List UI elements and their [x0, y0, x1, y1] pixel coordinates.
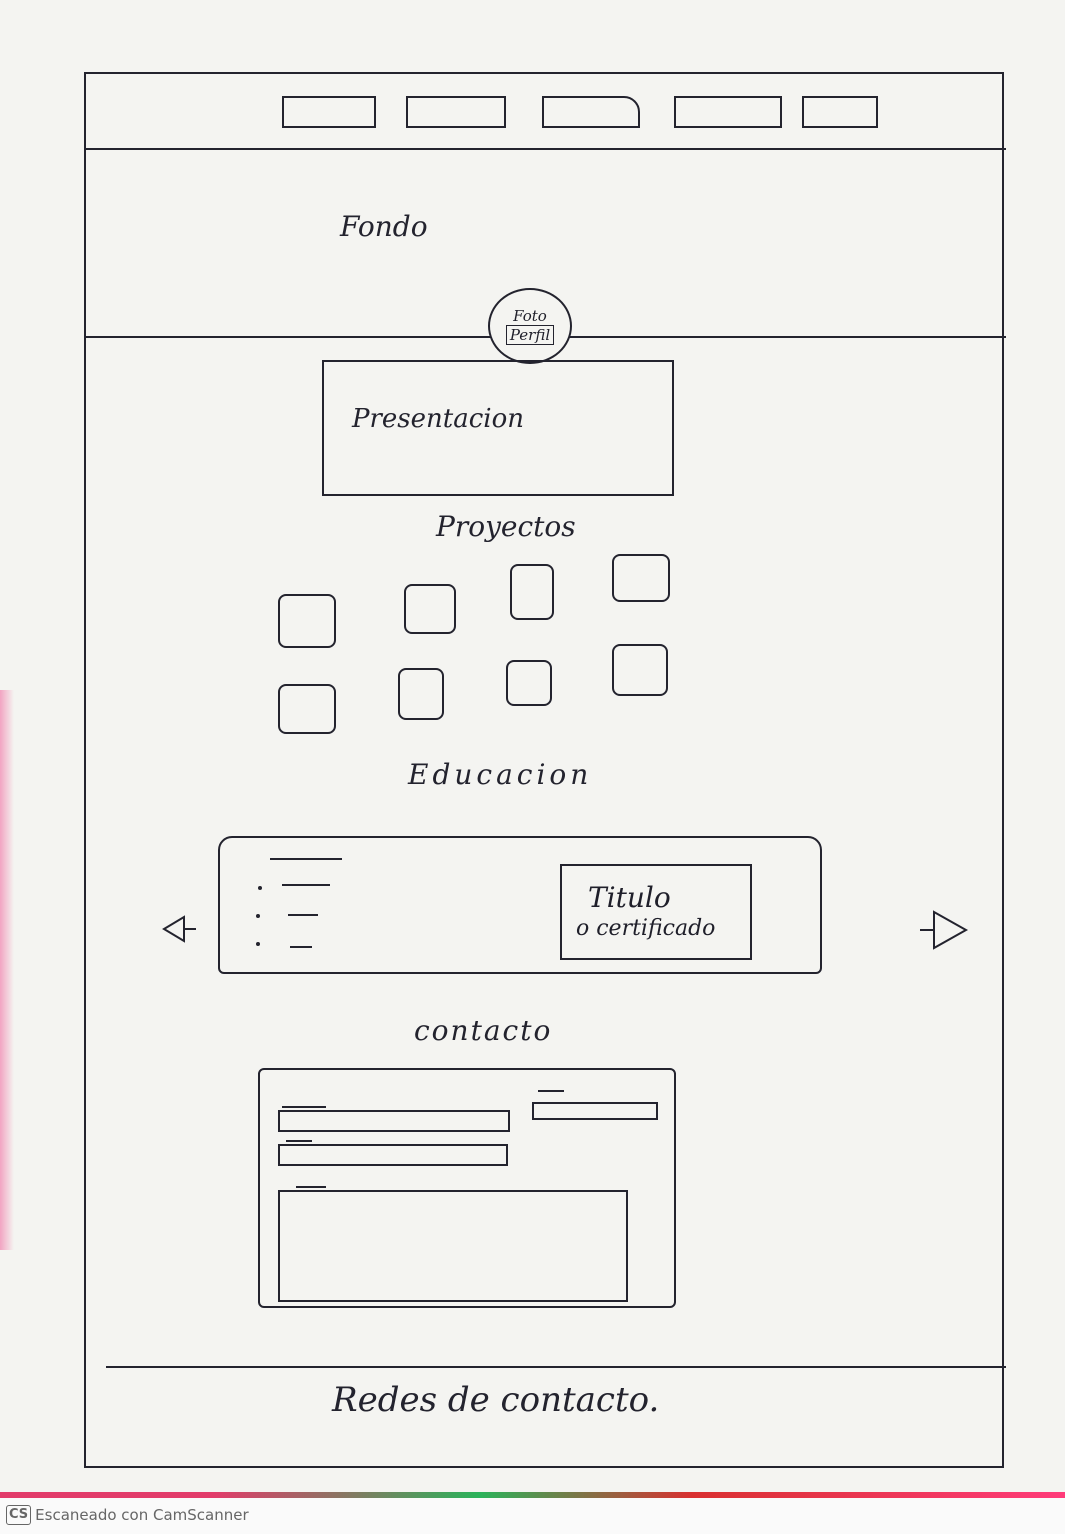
project-tile[interactable] [278, 594, 336, 648]
bullet [256, 914, 260, 918]
paper-edge [0, 690, 14, 1250]
certificate-box[interactable]: Titulo o certificado [560, 864, 752, 960]
project-tile[interactable] [612, 644, 668, 696]
nav-item-1[interactable] [282, 96, 376, 128]
project-tile[interactable] [612, 554, 670, 602]
avatar-label-line2: Perfil [505, 325, 555, 345]
carousel-prev-button[interactable] [160, 914, 200, 948]
name-field[interactable] [278, 1110, 510, 1132]
contact-form [258, 1068, 676, 1308]
watermark: CS Escaneado con CamScanner [6, 1503, 249, 1527]
carousel-next-button[interactable] [918, 908, 970, 956]
field-label [286, 1140, 312, 1142]
text-line [288, 914, 318, 916]
message-field[interactable] [278, 1190, 628, 1302]
bullet [256, 942, 260, 946]
subject-field[interactable] [278, 1144, 508, 1166]
presentation-box: Presentacion [322, 360, 674, 496]
presentation-label: Presentacion [352, 404, 525, 434]
nav-item-2[interactable] [406, 96, 506, 128]
page-wireframe: Fondo Foto Perfil Presentacion Proyectos… [84, 72, 1006, 1468]
footer-social-links[interactable]: Redes de contacto. [332, 1380, 660, 1420]
contact-heading: contacto [414, 1014, 553, 1047]
project-tile[interactable] [404, 584, 456, 634]
project-tile[interactable] [506, 660, 552, 706]
triangle-right-icon [920, 910, 969, 950]
header-background-label: Fondo [340, 210, 428, 243]
field-label [538, 1090, 564, 1092]
email-field[interactable] [532, 1102, 658, 1120]
camscanner-badge: CS [6, 1505, 32, 1525]
nav-item-3[interactable] [542, 96, 640, 128]
project-tile[interactable] [398, 668, 444, 720]
text-line [282, 884, 330, 886]
education-heading: Educacion [408, 758, 593, 791]
text-line [270, 858, 342, 860]
projects-heading: Proyectos [436, 510, 576, 543]
text-line [290, 946, 312, 948]
avatar-label-line1: Foto [513, 307, 547, 325]
field-label [282, 1106, 326, 1108]
nav-item-4[interactable] [674, 96, 782, 128]
field-label [296, 1186, 326, 1188]
certificate-title: Titulo [588, 881, 671, 914]
footer-divider [106, 1366, 1006, 1368]
profile-avatar[interactable]: Foto Perfil [488, 288, 572, 364]
project-tile[interactable] [278, 684, 336, 734]
watermark-text: Escaneado con CamScanner [35, 1506, 249, 1524]
navbar-divider [86, 148, 1006, 150]
project-tile[interactable] [510, 564, 554, 620]
triangle-left-icon [162, 915, 196, 943]
bullet [258, 886, 262, 890]
nav-item-5[interactable] [802, 96, 878, 128]
education-card: Titulo o certificado [218, 836, 822, 974]
certificate-subtitle: o certificado [576, 916, 716, 941]
color-strip [0, 1492, 1065, 1498]
scan-footer [0, 1492, 1065, 1534]
